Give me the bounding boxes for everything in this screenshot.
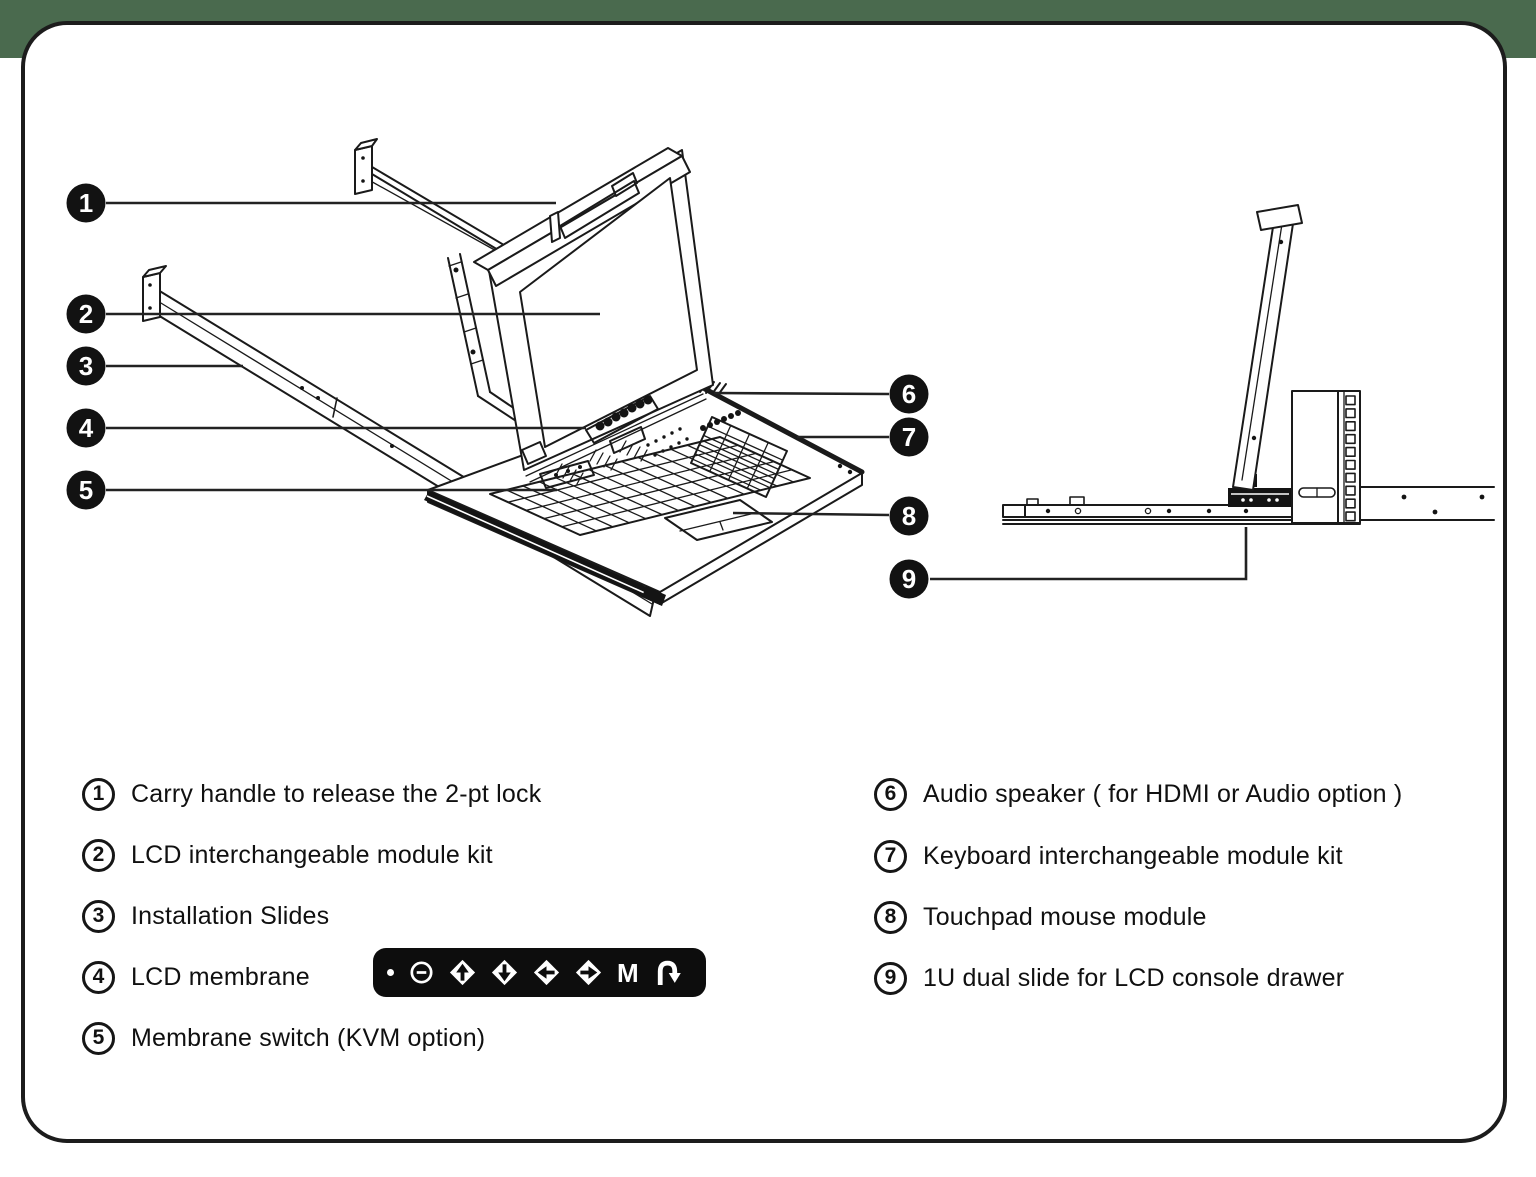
- svg-text:5: 5: [79, 475, 93, 505]
- svg-text:6: 6: [902, 379, 916, 409]
- keypad-membrane-buttons: [700, 410, 741, 431]
- side-view: [1002, 204, 1495, 525]
- carry-handle-recess: [559, 180, 640, 239]
- side-lcd-panel: [1232, 204, 1303, 491]
- callout-3: 3: [66, 346, 243, 386]
- tray-rear-right-edge: [702, 386, 865, 475]
- callout-6: 6: [713, 374, 929, 414]
- membrane-auto-return-arrow-icon: [657, 960, 681, 985]
- svg-text:9: 9: [902, 564, 916, 594]
- legend-number-circle: 9: [874, 961, 907, 995]
- callout-1: 1: [66, 183, 556, 223]
- legend-item-6: 6 Audio speaker ( for HDMI or Audio opti…: [874, 777, 1402, 811]
- legend-number-circle: 7: [874, 839, 907, 873]
- legend-label: Audio speaker ( for HDMI or Audio option…: [923, 779, 1403, 808]
- keyboard-tray: [424, 380, 865, 606]
- membrane-power-minus-circle-icon: [410, 961, 433, 984]
- lcd-lid: [473, 147, 714, 471]
- membrane-menu-m-label: M: [617, 957, 639, 988]
- svg-text:2: 2: [79, 299, 93, 329]
- side-panel-handle: [1256, 204, 1303, 231]
- legend-label: Keyboard interchangeable module kit: [923, 841, 1343, 870]
- lcd-membrane-button-bar: M: [373, 948, 706, 997]
- callout-4: 4: [66, 408, 586, 448]
- membrane-diamond-up-icon: [449, 959, 476, 986]
- lid-latch: [609, 426, 646, 454]
- legend-label: LCD membrane: [131, 962, 310, 991]
- legend-item-4: 4 LCD membrane: [82, 960, 310, 994]
- legend-number-circle: 5: [82, 1021, 115, 1055]
- svg-text:3: 3: [79, 351, 93, 381]
- legend-number-circle: 2: [82, 838, 115, 872]
- legend-number-circle: 8: [874, 900, 907, 934]
- membrane-diamond-left-icon: [533, 959, 560, 986]
- lcd-screen: [519, 177, 698, 448]
- legend-label: Membrane switch (KVM option): [131, 1023, 486, 1052]
- keyboard-keys: [505, 440, 795, 532]
- callout-8: 8: [732, 496, 929, 536]
- callout-9: 9: [889, 527, 1248, 599]
- legend-item-1: 1 Carry handle to release the 2-pt lock: [82, 777, 541, 811]
- legend-item-2: 2 LCD interchangeable module kit: [82, 838, 493, 872]
- legend-item-8: 8 Touchpad mouse module: [874, 900, 1207, 934]
- legend-item-7: 7 Keyboard interchangeable module kit: [874, 839, 1343, 873]
- svg-text:4: 4: [79, 413, 94, 443]
- diagram-card: [21, 21, 1507, 1143]
- legend-item-5: 5 Membrane switch (KVM option): [82, 1021, 485, 1055]
- callout-7: 7: [797, 417, 929, 457]
- callout-2: 2: [66, 294, 600, 334]
- legend-item-9: 9 1U dual slide for LCD console drawer: [874, 961, 1344, 995]
- isometric-view: [142, 138, 865, 617]
- numeric-keypad: [690, 416, 788, 498]
- rear-rail-bracket: [354, 145, 373, 195]
- lcd-membrane-buttons: [585, 395, 659, 444]
- svg-text:7: 7: [902, 422, 916, 452]
- keypad-keys: [694, 424, 784, 490]
- side-rack-post: [1291, 390, 1361, 524]
- legend-label: 1U dual slide for LCD console drawer: [923, 963, 1345, 992]
- keyboard: [489, 436, 811, 536]
- legend-label: Installation Slides: [131, 901, 330, 930]
- callouts: 1 2 3 4 5: [66, 183, 1248, 599]
- legend-label: Carry handle to release the 2-pt lock: [131, 779, 542, 808]
- svg-text:8: 8: [902, 501, 916, 531]
- svg-text:1: 1: [79, 188, 93, 218]
- legend-number-circle: 3: [82, 899, 115, 933]
- membrane-led-dot-icon: [387, 969, 394, 976]
- side-right-rail: [1359, 486, 1495, 521]
- legend-number-circle: 1: [82, 777, 115, 811]
- rear-slide-rail: [354, 138, 554, 281]
- rack-mounting-holes: [1345, 395, 1356, 522]
- membrane-diamond-right-icon: [575, 959, 602, 986]
- legend-label: Touchpad mouse module: [923, 902, 1207, 931]
- legend-item-3: 3 Installation Slides: [82, 899, 329, 933]
- legend-number-circle: 4: [82, 960, 115, 994]
- callout-5: 5: [66, 470, 557, 510]
- touchpad: [664, 499, 773, 541]
- membrane-diamond-down-icon: [491, 959, 518, 986]
- legend-number-circle: 6: [874, 777, 907, 811]
- legend-label: LCD interchangeable module kit: [131, 840, 493, 869]
